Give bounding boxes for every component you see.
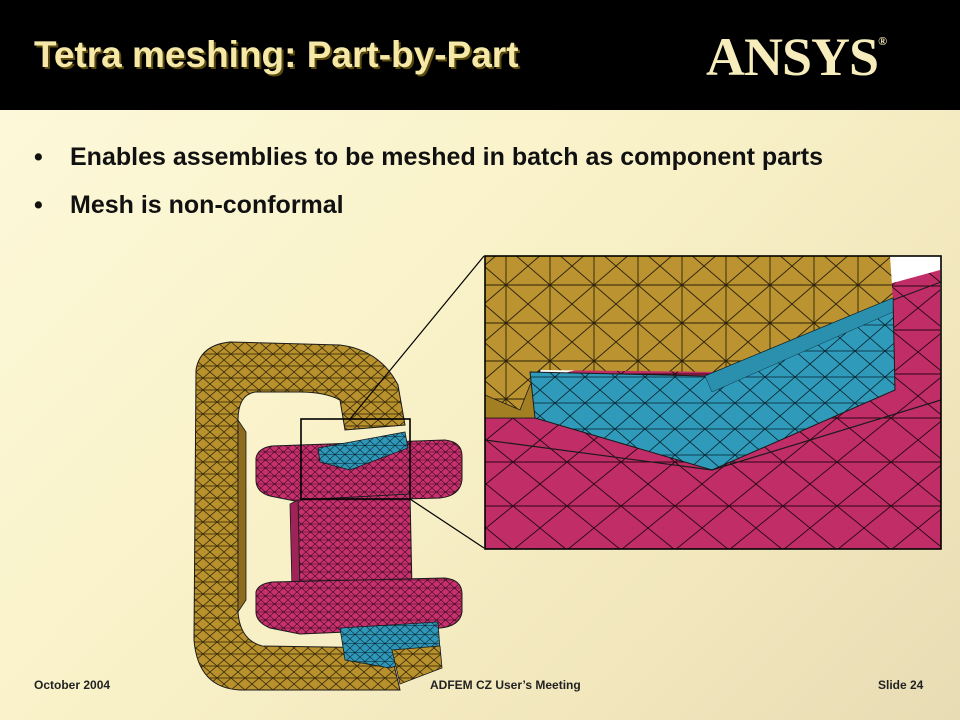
zoom-leader-line (409, 498, 485, 549)
logo-text: ANSYS (706, 27, 879, 87)
upper-pad-part (317, 431, 409, 471)
bullet-icon: • (34, 143, 43, 171)
zoom-inset (484, 255, 942, 550)
footer-date: October 2004 (34, 678, 111, 692)
logo-registered-mark: ® (878, 34, 887, 48)
footer-event: ADFEM CZ User’s Meeting (430, 678, 581, 692)
gold-frame-part (193, 341, 406, 691)
footer-slide-number: Slide 24 (878, 678, 924, 692)
lower-plate-part (255, 577, 463, 635)
bullet-item: • Enables assemblies to be meshed in batc… (34, 140, 854, 174)
title-bar: Tetra meshing: Part-by-Part ANSYS® (0, 0, 960, 110)
assembly-model (193, 341, 463, 691)
zoom-leader-line (349, 255, 485, 420)
slide-title: Tetra meshing: Part-by-Part (34, 34, 519, 75)
bullet-list: • Enables assemblies to be meshed in batc… (34, 140, 854, 236)
ansys-logo: ANSYS® (706, 26, 887, 88)
bullet-text: Enables assemblies to be meshed in batch… (70, 143, 824, 171)
bullet-item: • Mesh is non-conformal (34, 188, 854, 222)
bullet-icon: • (34, 191, 43, 219)
bullet-text: Mesh is non-conformal (70, 191, 344, 219)
zoom-region-marker (300, 418, 411, 500)
